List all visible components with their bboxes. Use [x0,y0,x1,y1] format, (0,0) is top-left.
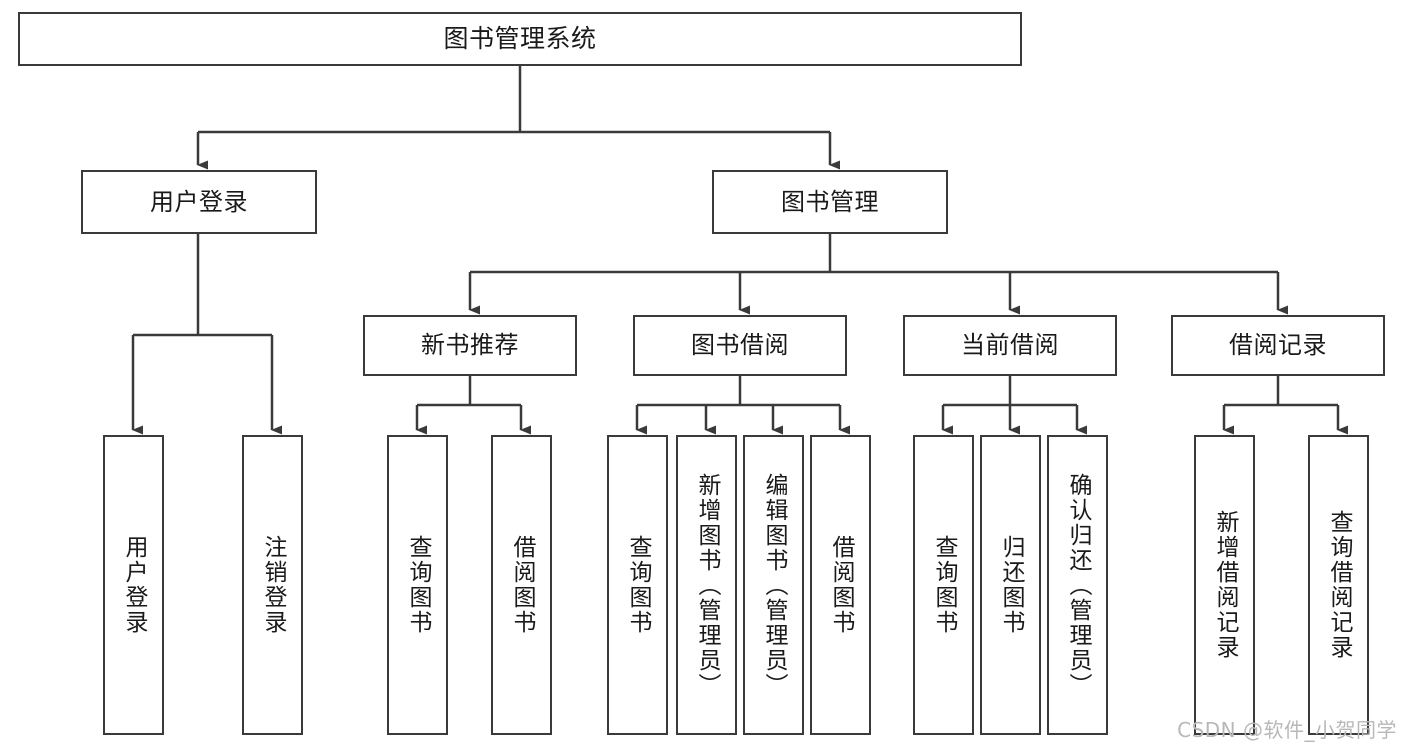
node-leaf-confirm-return[interactable]: 确认归还（管理员） [1047,435,1108,735]
node-root[interactable]: 图书管理系统 [18,12,1022,66]
node-leaf-edit-book-label: 编辑图书（管理员） [761,472,787,698]
node-leaf-borrow-book-1-label: 借阅图书 [509,535,535,635]
node-leaf-edit-book[interactable]: 编辑图书（管理员） [743,435,804,735]
node-leaf-add-record[interactable]: 新增借阅记录 [1194,435,1255,735]
node-book-management[interactable]: 图书管理 [712,170,948,234]
node-new-book-recommendation[interactable]: 新书推荐 [363,315,577,376]
node-leaf-query-record-label: 查询借阅记录 [1326,510,1352,660]
node-leaf-query-book-2[interactable]: 查询图书 [607,435,668,735]
node-user-login-label: 用户登录 [150,187,248,216]
node-leaf-add-record-label: 新增借阅记录 [1212,510,1238,660]
node-leaf-query-book-3-label: 查询图书 [931,535,957,635]
node-leaf-return-book-label: 归还图书 [998,535,1024,635]
node-book-borrowing-label: 图书借阅 [691,331,789,360]
node-leaf-query-record[interactable]: 查询借阅记录 [1308,435,1369,735]
node-current-borrowing[interactable]: 当前借阅 [903,315,1117,376]
node-leaf-logout-label: 注销登录 [260,535,286,635]
node-leaf-query-book-1[interactable]: 查询图书 [387,435,448,735]
node-book-borrowing[interactable]: 图书借阅 [633,315,847,376]
node-leaf-query-book-2-label: 查询图书 [625,535,651,635]
node-leaf-user-login-label: 用户登录 [121,535,147,635]
node-leaf-logout[interactable]: 注销登录 [242,435,303,735]
node-borrowing-record-label: 借阅记录 [1229,331,1327,360]
node-current-borrowing-label: 当前借阅 [961,331,1059,360]
node-leaf-add-book[interactable]: 新增图书（管理员） [676,435,737,735]
node-leaf-borrow-book-1[interactable]: 借阅图书 [491,435,552,735]
node-new-book-recommendation-label: 新书推荐 [421,331,519,360]
node-leaf-query-book-1-label: 查询图书 [405,535,431,635]
node-leaf-borrow-book-2[interactable]: 借阅图书 [810,435,871,735]
node-user-login[interactable]: 用户登录 [81,170,317,234]
node-leaf-confirm-return-label: 确认归还（管理员） [1065,472,1091,698]
node-leaf-add-book-label: 新增图书（管理员） [694,472,720,698]
node-borrowing-record[interactable]: 借阅记录 [1171,315,1385,376]
node-leaf-return-book[interactable]: 归还图书 [980,435,1041,735]
csdn-watermark: CSDN @软件_小贺同学 [1177,718,1397,742]
node-leaf-borrow-book-2-label: 借阅图书 [828,535,854,635]
node-leaf-query-book-3[interactable]: 查询图书 [913,435,974,735]
node-book-management-label: 图书管理 [781,187,879,216]
node-root-label: 图书管理系统 [443,24,597,54]
node-leaf-user-login[interactable]: 用户登录 [103,435,164,735]
